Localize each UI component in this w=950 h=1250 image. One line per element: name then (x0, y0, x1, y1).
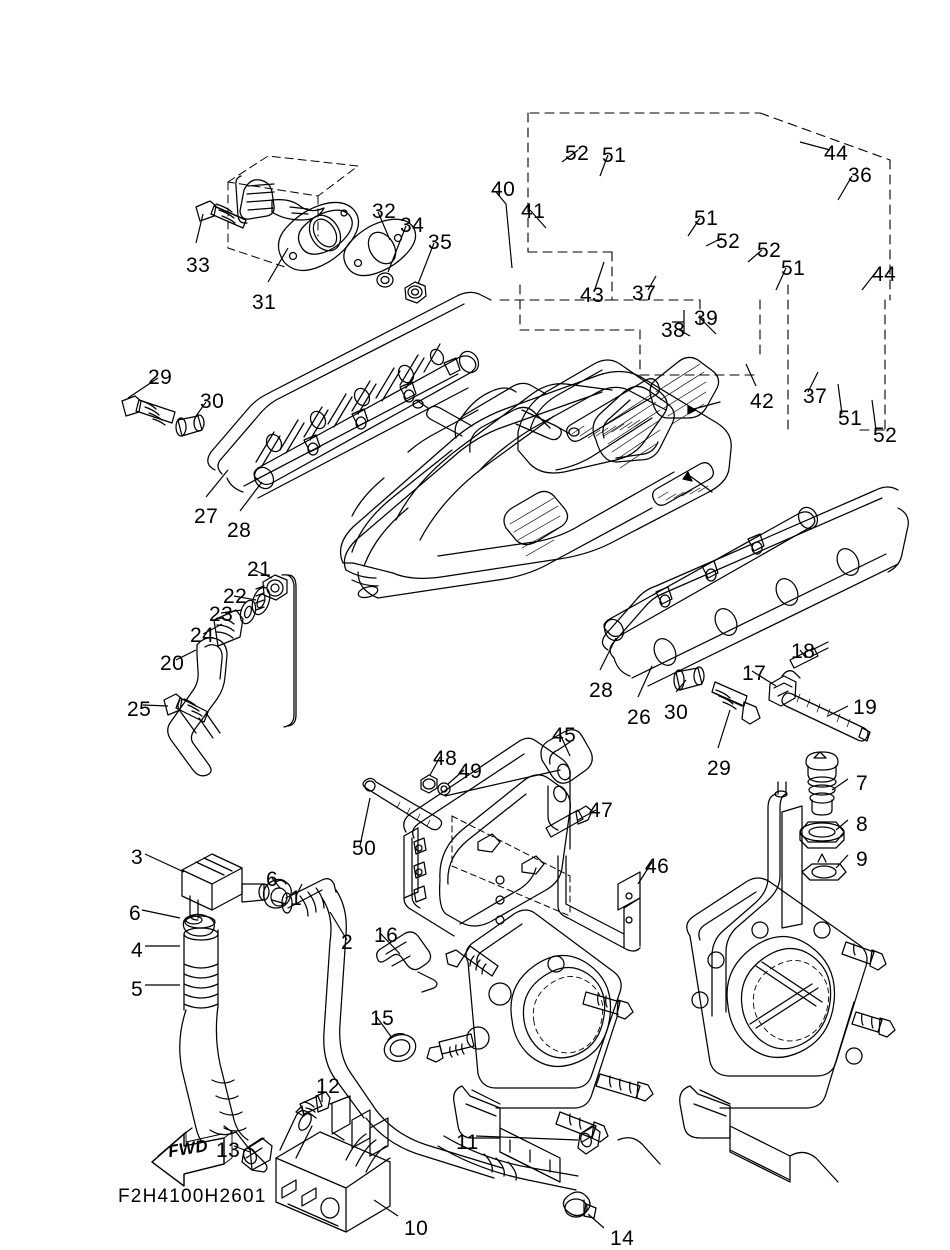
callout-29: 29 (148, 366, 173, 389)
callout-9: 9 (856, 848, 869, 871)
callout-31: 31 (252, 291, 277, 314)
callout-50: 50 (352, 837, 377, 860)
callout-37: 37 (632, 282, 657, 305)
callout-34: 34 (400, 214, 425, 237)
callout-30: 30 (200, 390, 225, 413)
callout-15: 15 (370, 1007, 395, 1030)
callout-51: 51 (694, 207, 719, 230)
callout-32: 32 (372, 200, 397, 223)
callout-30: 30 (664, 701, 689, 724)
callout-3: 3 (131, 846, 144, 869)
callout-33: 33 (186, 254, 211, 277)
callout-52: 52 (565, 142, 590, 165)
diagram-part-number: F2H4100H2601 (118, 1186, 267, 1207)
callout-26: 26 (627, 706, 652, 729)
callout-17: 17 (742, 662, 767, 685)
callout-42: 42 (750, 390, 775, 413)
callout-14: 14 (610, 1227, 635, 1250)
callout-48: 48 (433, 747, 458, 770)
callout-52: 52 (716, 230, 741, 253)
callout-39: 39 (694, 307, 719, 330)
callout-8: 8 (856, 813, 869, 836)
callout-28: 28 (589, 679, 614, 702)
callout-5: 5 (131, 978, 144, 1001)
callout-41: 41 (521, 200, 546, 223)
callout-49: 49 (458, 760, 483, 783)
callout-29: 29 (707, 757, 732, 780)
callout-37: 37 (803, 385, 828, 408)
callout-23: 23 (209, 603, 234, 626)
callout-45: 45 (552, 724, 577, 747)
callout-40: 40 (491, 178, 516, 201)
callout-28: 28 (227, 519, 252, 542)
callout-12: 12 (316, 1075, 341, 1098)
callout-6: 6 (266, 868, 279, 891)
callout-44: 44 (872, 263, 897, 286)
callout-51: 51 (838, 407, 863, 430)
callout-51: 51 (602, 144, 627, 167)
callout-36: 36 (848, 164, 873, 187)
callout-1: 1 (290, 887, 303, 910)
callout-16: 16 (374, 924, 399, 947)
callout-20: 20 (160, 652, 185, 675)
callout-47: 47 (589, 799, 614, 822)
callout-2: 2 (341, 931, 354, 954)
callout-43: 43 (580, 284, 605, 307)
callout-27: 27 (194, 505, 219, 528)
callout-52: 52 (873, 424, 898, 447)
callout-25: 25 (127, 698, 152, 721)
callout-22: 22 (223, 585, 248, 608)
callout-10: 10 (404, 1217, 429, 1240)
callout-6: 6 (129, 902, 142, 925)
callout-13: 13 (216, 1139, 241, 1162)
callout-11: 11 (456, 1131, 479, 1154)
callout-38: 38 (661, 319, 686, 342)
callout-51: 51 (781, 257, 806, 280)
callout-46: 46 (645, 855, 670, 878)
callout-52: 52 (757, 239, 782, 262)
callout-35: 35 (428, 231, 453, 254)
callout-7: 7 (856, 772, 869, 795)
callout-18: 18 (791, 640, 816, 663)
callout-19: 19 (853, 696, 878, 719)
callout-24: 24 (190, 624, 215, 647)
callout-21: 21 (247, 558, 272, 581)
callout-4: 4 (131, 939, 144, 962)
callout-44: 44 (824, 142, 849, 165)
